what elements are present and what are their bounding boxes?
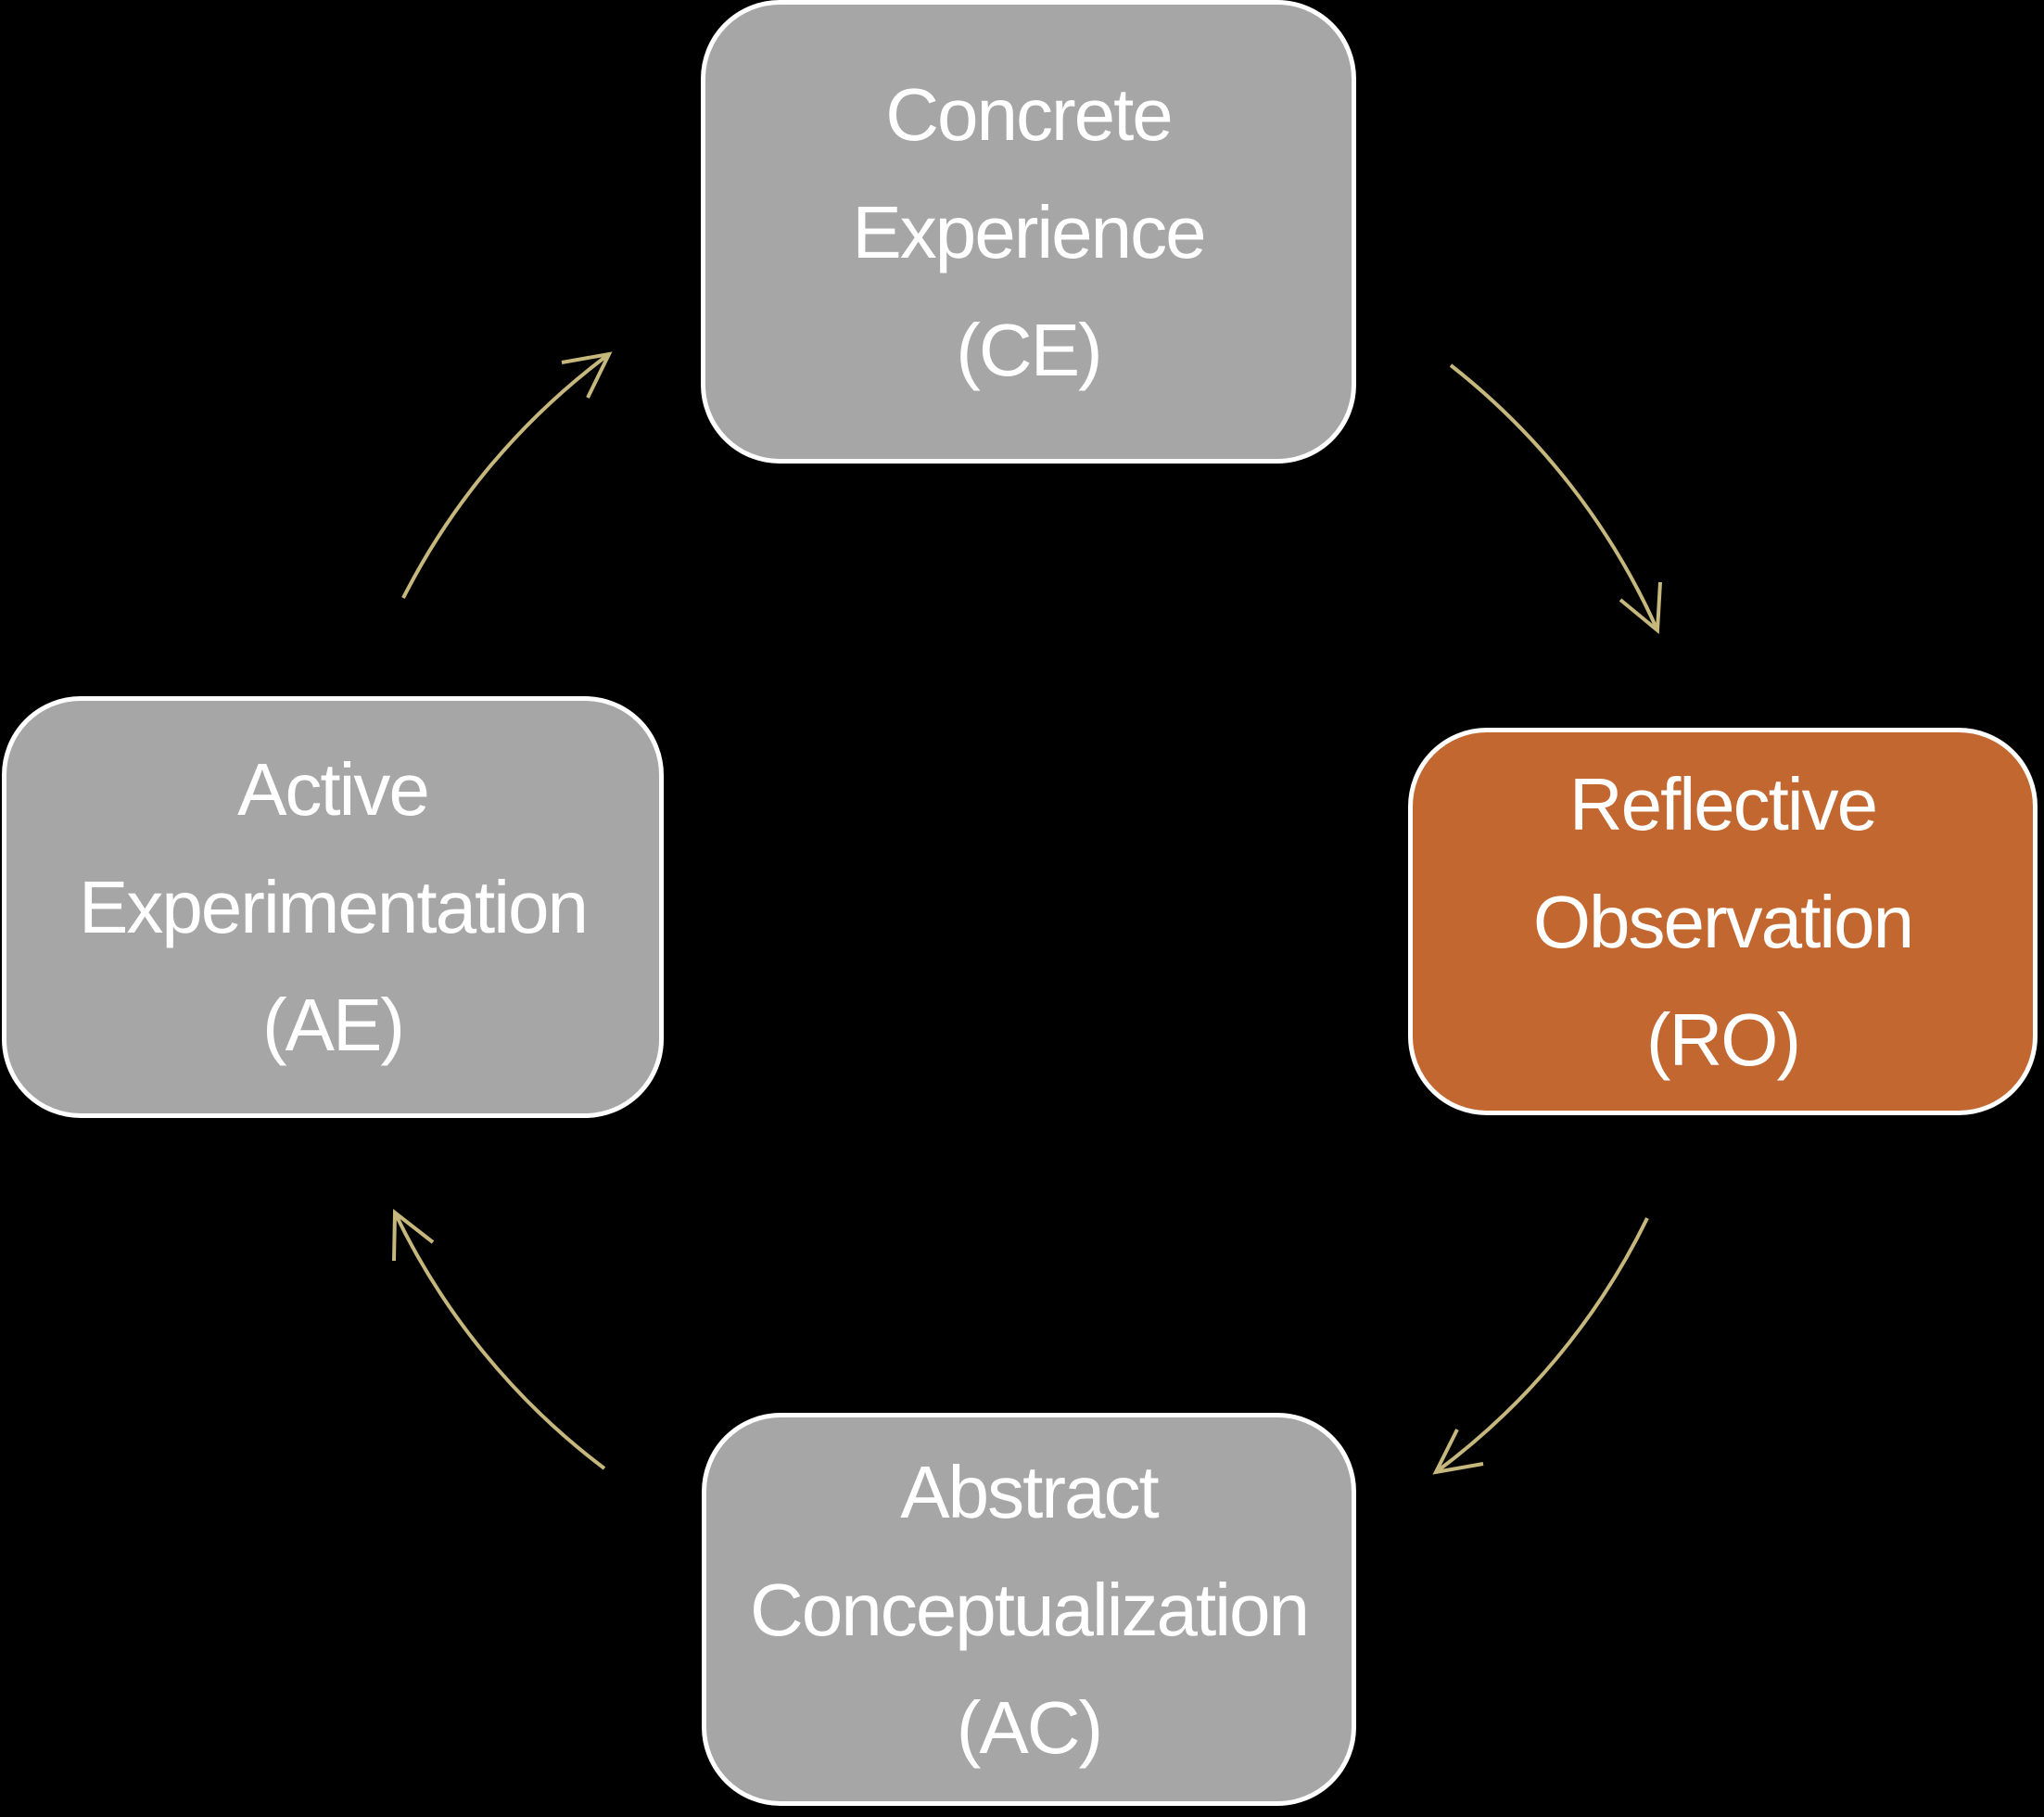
arrow-ro-to-ac-head	[1432, 1429, 1484, 1475]
node-ac-line-3: (AC)	[956, 1685, 1103, 1769]
arrow-ac-to-ae-shaft	[393, 1212, 606, 1470]
node-ce-line-3: (CE)	[956, 308, 1102, 391]
node-ae-line-3: (AE)	[262, 984, 405, 1066]
node-concrete-experience: Concrete Experience (CE)	[701, 0, 1356, 464]
node-reflective-observation: Reflective Observation (RO)	[1408, 728, 2038, 1115]
node-ae-line-2: Experimentation	[78, 866, 589, 948]
arrow-ae-to-ce-shaft	[401, 352, 611, 599]
arrow-ro-to-ac	[1432, 1217, 1649, 1475]
arrow-ac-to-ae	[392, 1208, 606, 1470]
node-ro-line-1: Reflective	[1568, 762, 1878, 845]
arrow-ce-to-ro-shaft	[1449, 363, 1659, 631]
arrow-ce-to-ro	[1449, 363, 1662, 635]
node-ro-line-2: Observation	[1532, 880, 1914, 963]
arrow-ae-to-ce-head	[561, 351, 613, 399]
node-ro-line-3: (RO)	[1645, 997, 1801, 1081]
node-ae-line-1: Active	[237, 748, 430, 831]
node-ce-line-1: Concrete	[885, 72, 1174, 156]
node-abstract-conceptualization: Abstract Conceptualization (AC)	[702, 1413, 1356, 1806]
arrow-ae-to-ce	[401, 351, 613, 599]
node-ac-line-2: Conceptualization	[750, 1568, 1310, 1651]
arrow-ro-to-ac-shaft	[1434, 1217, 1649, 1474]
arrow-ce-to-ro-head	[1619, 581, 1662, 635]
node-active-experimentation: Active Experimentation (AE)	[2, 696, 664, 1118]
node-ce-line-2: Experience	[852, 190, 1206, 273]
node-ac-line-1: Abstract	[900, 1450, 1159, 1533]
arrow-ac-to-ae-head	[392, 1208, 435, 1262]
